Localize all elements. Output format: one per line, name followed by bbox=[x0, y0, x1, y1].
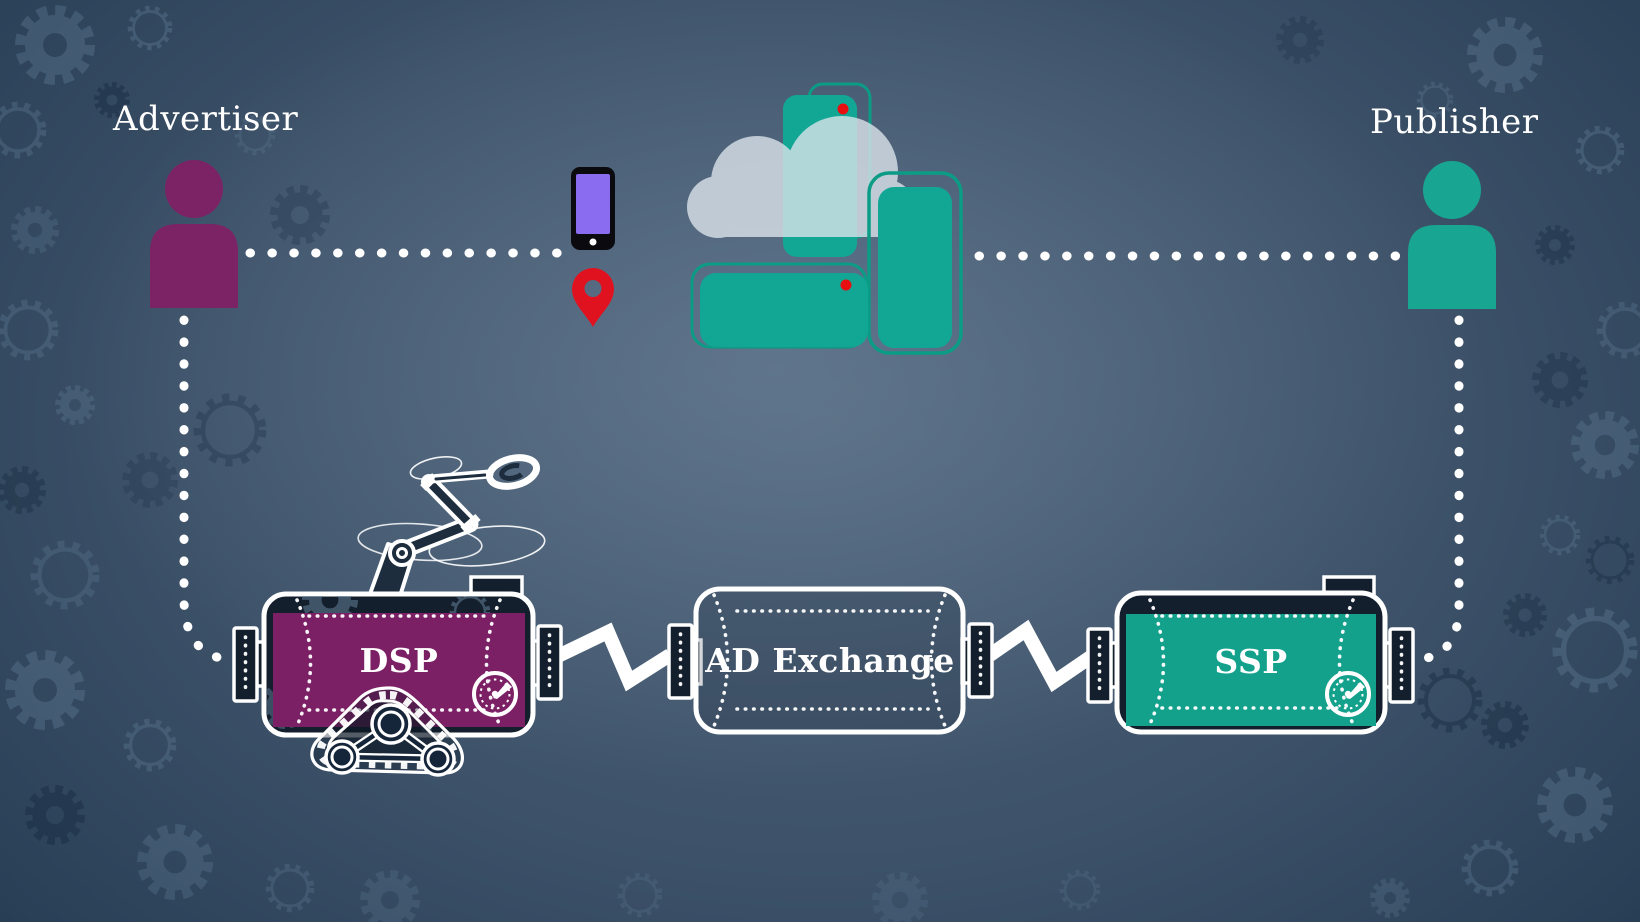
adx-cylinder-dots bbox=[712, 593, 947, 728]
tablet-outline-shadow bbox=[867, 171, 963, 355]
dsp-right-port bbox=[536, 624, 563, 701]
route-publisher-to-ssp bbox=[1405, 315, 1464, 665]
teal-tablet-horizontal bbox=[700, 273, 868, 347]
ssp-machine: SSP bbox=[1086, 575, 1415, 735]
zigzag-coupling-icon bbox=[986, 619, 1096, 693]
dsp-label: DSP bbox=[360, 641, 439, 680]
tank-treads-icon bbox=[310, 686, 464, 777]
cloud-icon bbox=[687, 116, 915, 238]
advertiser-person-icon bbox=[150, 160, 238, 308]
gear-icon bbox=[58, 388, 92, 422]
gear-icon bbox=[0, 105, 43, 155]
publisher-label: Publisher bbox=[1370, 102, 1539, 142]
smartphone-icon bbox=[571, 167, 615, 250]
gear-icon bbox=[1485, 705, 1526, 746]
gear-icon bbox=[1536, 356, 1584, 404]
advertiser-label: Advertiser bbox=[112, 99, 299, 139]
dsp-machine: DSP bbox=[232, 454, 563, 777]
ad-exchange-label: AD Exchange bbox=[704, 641, 955, 680]
location-pin-icon bbox=[572, 268, 614, 327]
gear-icon bbox=[1421, 671, 1479, 729]
dsp-left-port bbox=[232, 626, 259, 703]
home-button bbox=[589, 238, 597, 246]
ssp-right-port bbox=[1388, 627, 1415, 704]
adx-right-port bbox=[967, 622, 994, 699]
gear-icon bbox=[143, 830, 208, 895]
gear-icon bbox=[1465, 843, 1515, 893]
gear-icon bbox=[275, 190, 326, 241]
gear-icon bbox=[1062, 872, 1098, 908]
gear-icon bbox=[1588, 538, 1631, 581]
gear-icon bbox=[126, 456, 174, 504]
dotted-connections bbox=[179, 248, 1464, 665]
gear-icon bbox=[1473, 23, 1538, 88]
gear-icon bbox=[1578, 128, 1621, 171]
cloud-base bbox=[700, 180, 915, 237]
gear-icon bbox=[34, 544, 95, 605]
gear-icon bbox=[268, 866, 311, 909]
gear-icon bbox=[1280, 20, 1321, 61]
ssp-label: SSP bbox=[1214, 642, 1287, 681]
gear-icon bbox=[1538, 228, 1572, 262]
adx-left-port bbox=[667, 623, 694, 700]
gear-icon bbox=[1373, 881, 1407, 915]
camera-dot bbox=[840, 279, 852, 291]
phone-screen bbox=[576, 174, 610, 234]
gear-icon bbox=[21, 11, 89, 79]
device-cluster-icon bbox=[687, 82, 963, 355]
camera-dot bbox=[837, 103, 849, 115]
gear-icon bbox=[876, 876, 924, 922]
gear-icon bbox=[2, 470, 43, 511]
gear-icon bbox=[1543, 773, 1608, 838]
gear-icon bbox=[1600, 305, 1640, 355]
gear-icon bbox=[1557, 612, 1633, 688]
gear-icon bbox=[1506, 596, 1543, 633]
teal-tablet-vertical bbox=[878, 187, 952, 348]
zigzag-couplings bbox=[552, 619, 1096, 693]
ad-exchange-machine: AD Exchange bbox=[667, 586, 994, 735]
gear-icon bbox=[198, 398, 263, 463]
magnifier-effector-icon bbox=[485, 454, 541, 490]
gear-icon bbox=[11, 656, 79, 724]
gear-icon bbox=[620, 875, 660, 915]
shoulder-joint bbox=[388, 539, 416, 567]
gear-icon bbox=[30, 790, 81, 841]
elbow-joint bbox=[460, 513, 481, 534]
gear-icon bbox=[1576, 416, 1634, 474]
ssp-cylinder-dots bbox=[1148, 598, 1355, 726]
gear-icon bbox=[365, 875, 416, 922]
gear-icon bbox=[127, 722, 174, 769]
publisher-person-icon bbox=[1408, 161, 1496, 309]
gear-icon bbox=[130, 8, 170, 48]
gear-icon bbox=[1, 303, 55, 357]
zigzag-coupling-icon bbox=[552, 622, 674, 692]
robot-arm-icon bbox=[357, 454, 546, 598]
adx-body bbox=[693, 586, 966, 735]
gear-icon bbox=[1542, 517, 1578, 553]
ssp-left-port bbox=[1086, 627, 1113, 704]
gear-icon bbox=[15, 210, 56, 251]
route-advertiser-to-dsp bbox=[179, 315, 241, 665]
